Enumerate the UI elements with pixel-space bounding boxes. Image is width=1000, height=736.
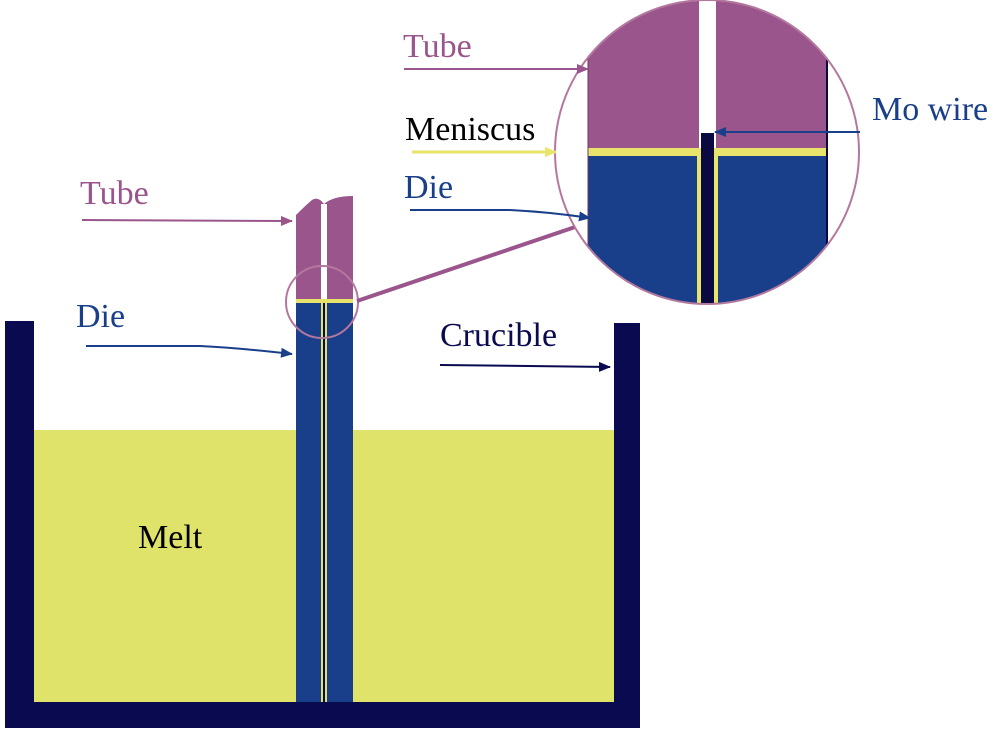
crucible-arrow xyxy=(439,361,611,372)
die-main xyxy=(296,302,353,702)
tube-main xyxy=(296,196,353,303)
label-tube-inset: Tube xyxy=(403,28,472,65)
label-melt: Melt xyxy=(138,519,203,556)
label-die-main: Die xyxy=(76,298,125,335)
tube-main-arrow xyxy=(81,215,293,226)
die-inset-arrow xyxy=(410,209,591,222)
label-tube-main: Tube xyxy=(80,175,149,212)
zoom-connector-line xyxy=(356,223,582,303)
label-mo-wire: Mo wire xyxy=(872,91,988,128)
label-crucible: Crucible xyxy=(440,317,557,354)
label-meniscus: Meniscus xyxy=(405,111,535,148)
die-main-arrow xyxy=(86,345,293,358)
label-die-inset: Die xyxy=(404,169,453,206)
